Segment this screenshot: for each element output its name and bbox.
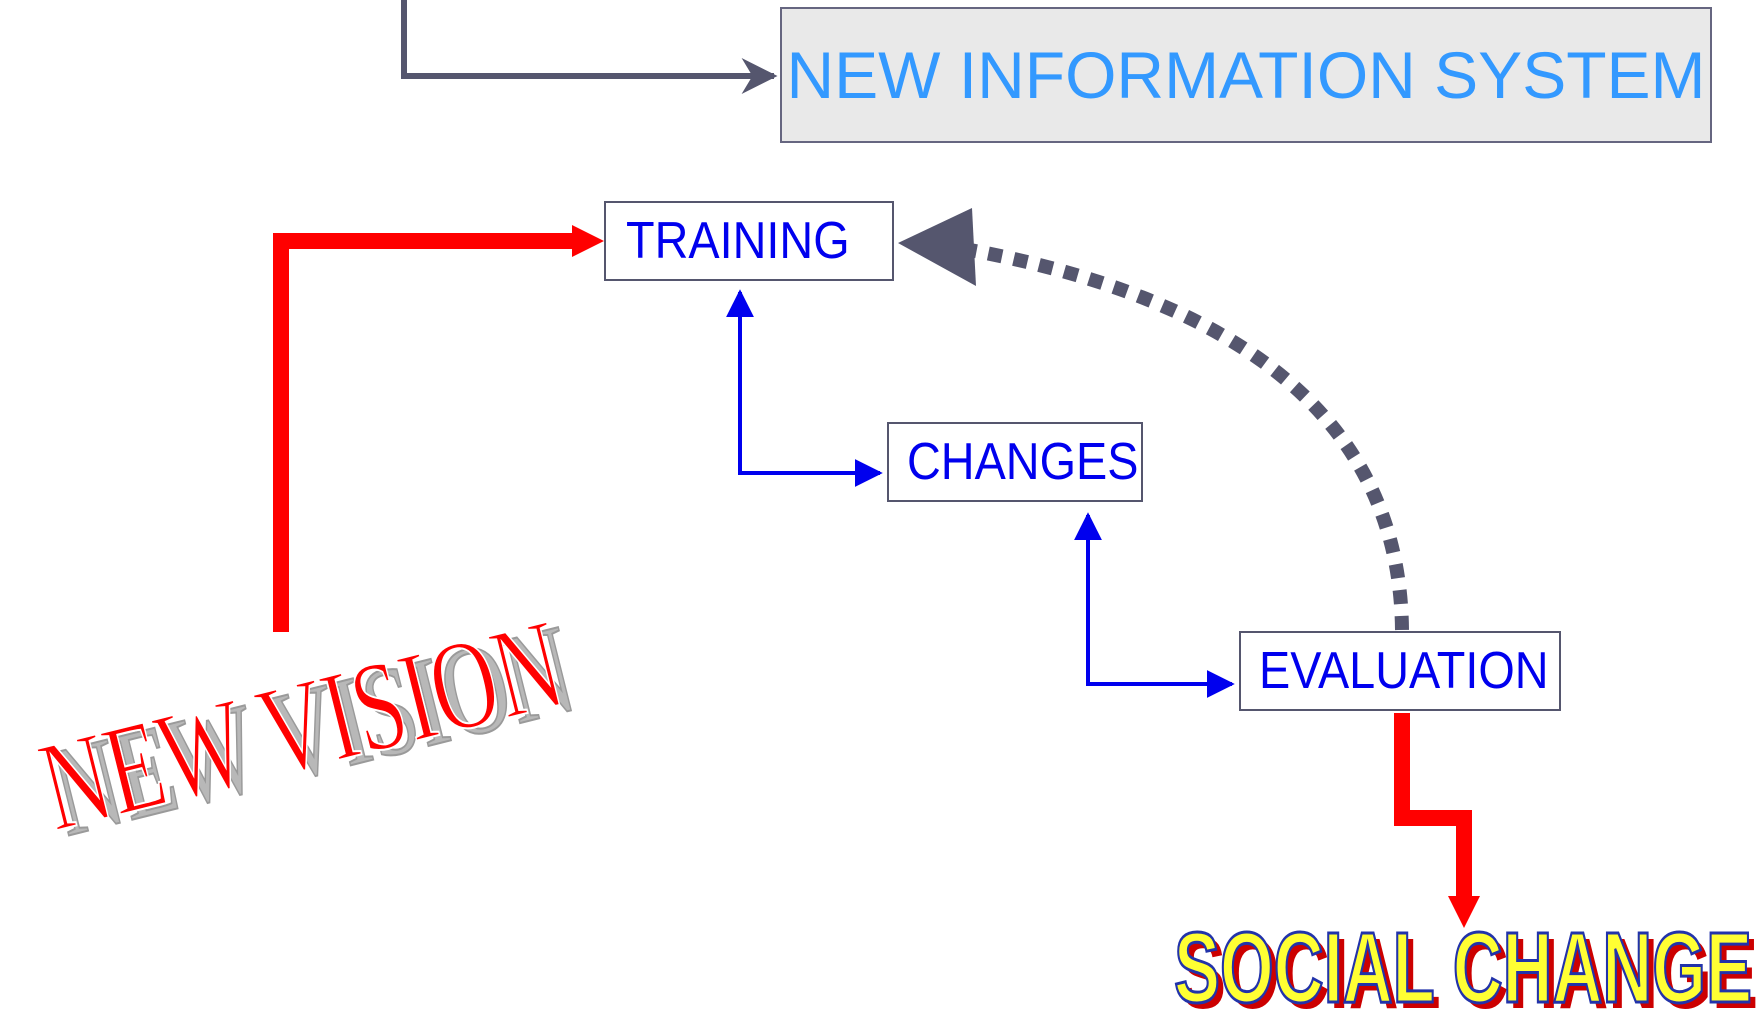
new-information-system-box: NEW INFORMATION SYSTEM [780,7,1712,143]
social-change-text: SOCIAL CHANGE [1174,912,1752,1010]
evaluation-box: EVALUATION [1239,631,1561,711]
social-change-wordart: SOCIAL CHANGE SOCIAL CHANGE [1173,911,1759,1010]
evaluation-to-social-change-arrow [1394,713,1472,896]
evaluation-label: EVALUATION [1259,642,1549,700]
training-box: TRAINING [604,201,894,281]
feedback-arrowhead [898,208,976,286]
changes-label: CHANGES [907,433,1139,491]
social-change-shadow: SOCIAL CHANGE [1180,918,1758,1010]
new-vision-to-training-arrowhead [572,225,604,257]
changes-to-training-arrow [726,289,883,487]
changes-box: CHANGES [887,422,1143,502]
connector-to-new-information-system [401,0,778,94]
evaluation-to-social-change-arrowhead [1448,896,1480,928]
new-vision-wordart: NEW VISION NEW VISION [26,591,588,864]
new-information-system-label: NEW INFORMATION SYSTEM [786,38,1706,112]
evaluation-to-training-feedback-arrow [968,243,1409,631]
evaluation-to-changes-arrow [1074,512,1235,698]
new-vision-text: NEW VISION [27,592,576,858]
training-label: TRAINING [626,212,850,270]
new-vision-to-training-arrow [273,233,572,632]
